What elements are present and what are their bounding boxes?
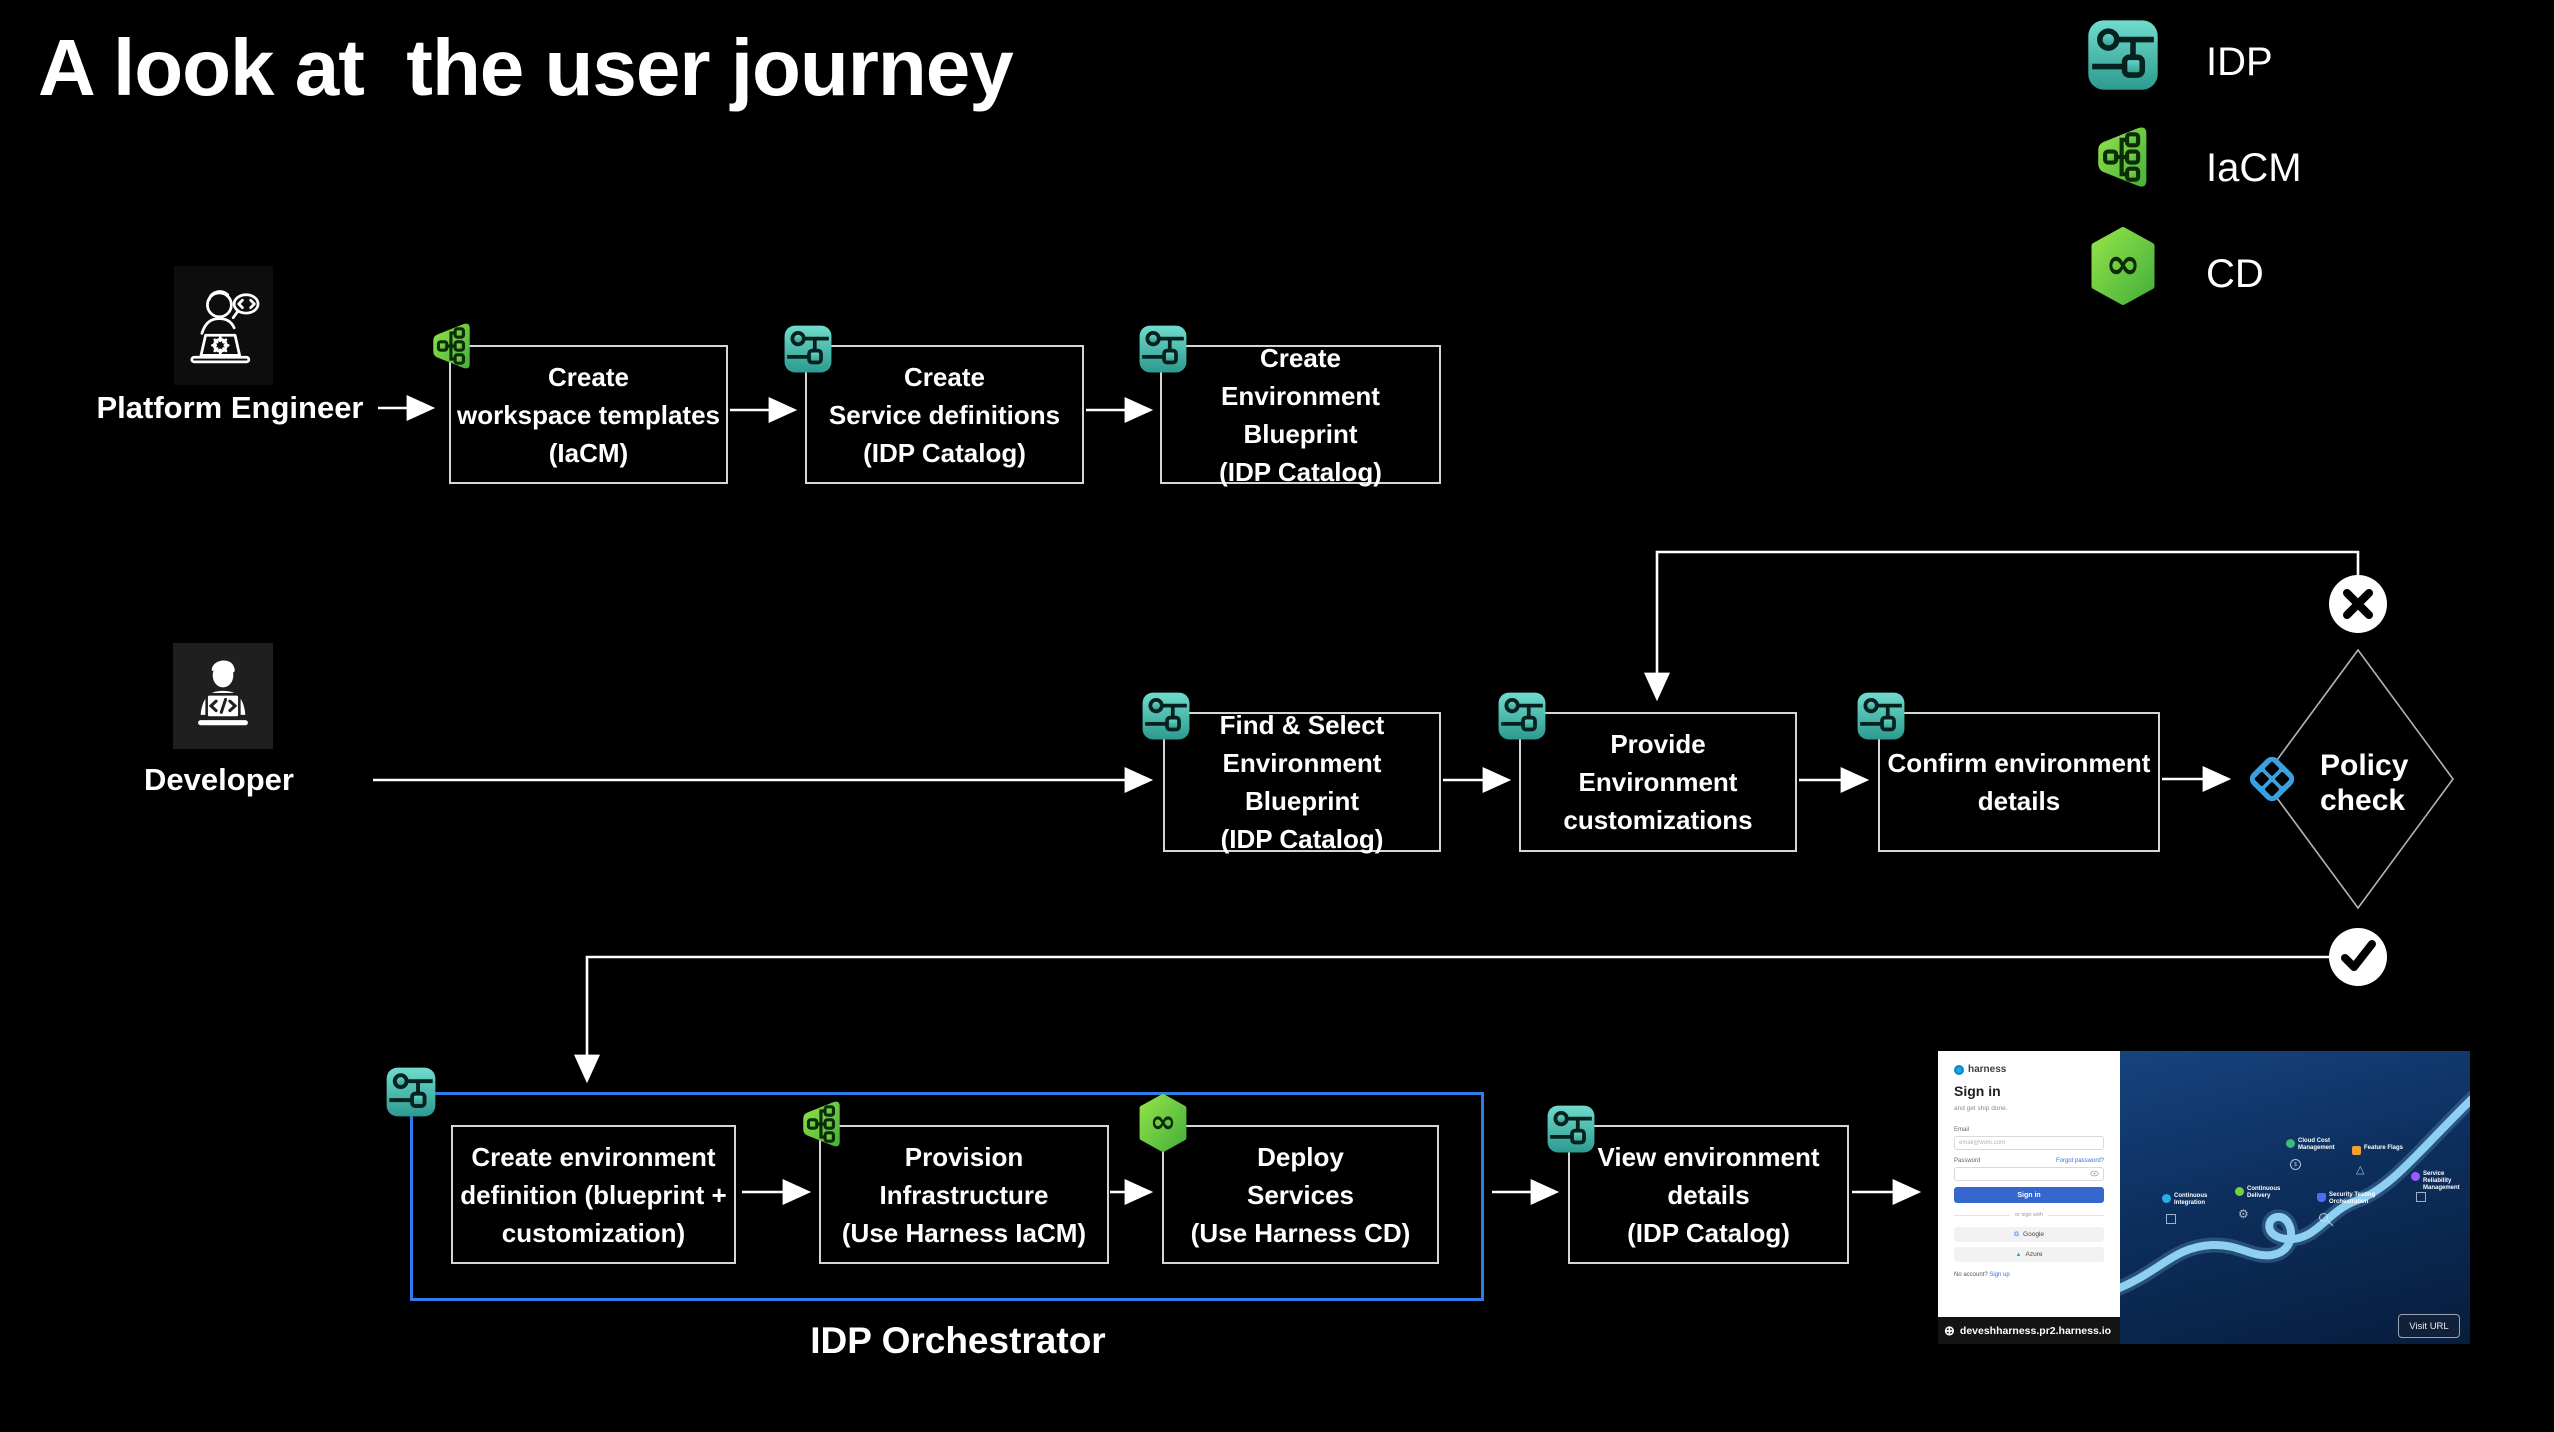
page-title: A look at the user journey — [38, 23, 1014, 112]
module-continuous-integration: Continuous Integration — [2162, 1193, 2207, 1207]
developer-avatar — [173, 643, 273, 749]
flow-box-confirm-environment-details: Confirm environment details — [1878, 712, 2160, 852]
flow-box-create-environment-blueprint: Create Environment Blueprint (IDP Catalo… — [1160, 343, 1441, 487]
signin-button[interactable]: Sign in — [1954, 1187, 2104, 1203]
url-bar: ⊕ deveshharness.pr2.harness.io — [1938, 1317, 2120, 1344]
azure-icon: ▲ — [2015, 1251, 2022, 1258]
platform-engineer-label: Platform Engineer — [96, 390, 364, 425]
module-service-reliability-management: Service Reliability Management — [2411, 1171, 2470, 1192]
cd-module-icon — [2235, 1187, 2244, 1196]
srm-cube-icon — [2416, 1192, 2426, 1202]
signin-tagline: and get ship done. — [1954, 1105, 2008, 1112]
email-field[interactable] — [1954, 1136, 2104, 1150]
or-sign-with-divider: or sign with — [1954, 1212, 2104, 1218]
idp-icon — [1856, 691, 1906, 741]
flow-box-create-service-definitions: Create Service definitions (IDP Catalog) — [805, 345, 1084, 484]
harness-signin-screenshot: harness Sign in and get ship done. Email… — [1938, 1051, 2470, 1344]
password-field[interactable] — [1954, 1167, 2104, 1181]
cd-gear-icon: ⚙ — [2238, 1207, 2249, 1221]
flow-box-create-environment-definition: Create environment definition (blueprint… — [451, 1125, 736, 1264]
developer-label: Developer — [144, 762, 294, 797]
email-label: Email — [1954, 1127, 1970, 1133]
ff-flask-icon: △ — [2356, 1164, 2365, 1176]
visit-url-button[interactable]: Visit URL — [2398, 1314, 2460, 1338]
idp-orchestrator-container — [410, 1092, 1484, 1301]
globe-icon: ⊕ — [1944, 1322, 1955, 1338]
flow-box-view-environment-details: View environment details (IDP Catalog) — [1568, 1125, 1849, 1264]
idp-icon — [1497, 691, 1547, 741]
approve-icon — [2329, 928, 2387, 986]
module-security-testing-orchestration: Security Testing Orchestration — [2317, 1192, 2375, 1206]
srm-icon — [2411, 1172, 2420, 1181]
flow-box-provide-customizations: Provide Environment customizations — [1519, 712, 1797, 852]
ci-icon — [2162, 1194, 2171, 1203]
policy-icon — [2243, 750, 2301, 808]
ccm-icon — [2286, 1139, 2295, 1148]
sto-magnifier-icon — [2319, 1213, 2328, 1222]
reject-icon — [2329, 575, 2387, 633]
harness-logo-icon — [1954, 1064, 1964, 1075]
signin-panel: harness Sign in and get ship done. Email… — [1938, 1051, 2120, 1344]
flow-box-find-select-blueprint: Find & Select Environment Blueprint (IDP… — [1163, 710, 1441, 854]
journey-road — [2120, 1090, 2470, 1296]
ccm-dollar-icon: $ — [2290, 1159, 2301, 1170]
harness-logo: harness — [1954, 1064, 2006, 1075]
google-icon: G — [2013, 1231, 2020, 1238]
forgot-password-link[interactable]: Forgot password? — [2055, 1158, 2104, 1164]
module-feature-flags: Feature Flags — [2352, 1145, 2403, 1155]
policy-check-label: Policy check — [2320, 749, 2409, 817]
module-continuous-delivery: Continuous Delivery — [2235, 1186, 2280, 1200]
flow-box-create-workspace-templates: Create workspace templates (IaCM) — [449, 345, 728, 484]
sto-icon — [2317, 1193, 2326, 1202]
module-cloud-cost-management: Cloud Cost Management — [2286, 1138, 2335, 1152]
flow-box-provision-infrastructure: Provision Infrastructure (Use Harness Ia… — [819, 1125, 1109, 1264]
signin-hero-panel: Continuous Integration Continuous Delive… — [2120, 1051, 2470, 1344]
ff-icon — [2352, 1146, 2361, 1155]
harness-brand-text: harness — [1968, 1064, 2007, 1075]
signup-link[interactable]: Sign up — [1989, 1272, 2010, 1278]
legend-label-cd: CD — [2206, 252, 2264, 296]
ci-cube-icon — [2166, 1214, 2176, 1224]
iacm-icon — [427, 318, 477, 374]
idp-orchestrator-label: IDP Orchestrator — [810, 1320, 1106, 1361]
google-signin-button[interactable]: G Google — [1954, 1227, 2104, 1242]
cd-icon — [1136, 1094, 1190, 1152]
eye-icon[interactable] — [2090, 1170, 2099, 1177]
idp-icon — [1546, 1104, 1596, 1154]
idp-icon — [1138, 324, 1188, 374]
azure-signin-button[interactable]: ▲ Azure — [1954, 1247, 2104, 1262]
iacm-icon — [797, 1096, 847, 1152]
policy-check-diamond — [2262, 648, 2454, 910]
idp-icon — [385, 1066, 437, 1118]
legend-label-iacm: IaCM — [2206, 146, 2302, 190]
signin-heading: Sign in — [1954, 1083, 2001, 1099]
flow-box-deploy-services: Deploy Services (Use Harness CD) — [1162, 1125, 1439, 1264]
idp-icon — [1141, 691, 1191, 741]
password-label: Password — [1954, 1158, 1981, 1164]
no-account-text: No account? Sign up — [1954, 1272, 2010, 1278]
legend-label-idp: IDP — [2206, 40, 2273, 84]
platform-engineer-avatar — [174, 266, 273, 385]
url-text: deveshharness.pr2.harness.io — [1959, 1324, 2112, 1337]
idp-icon — [783, 324, 833, 374]
